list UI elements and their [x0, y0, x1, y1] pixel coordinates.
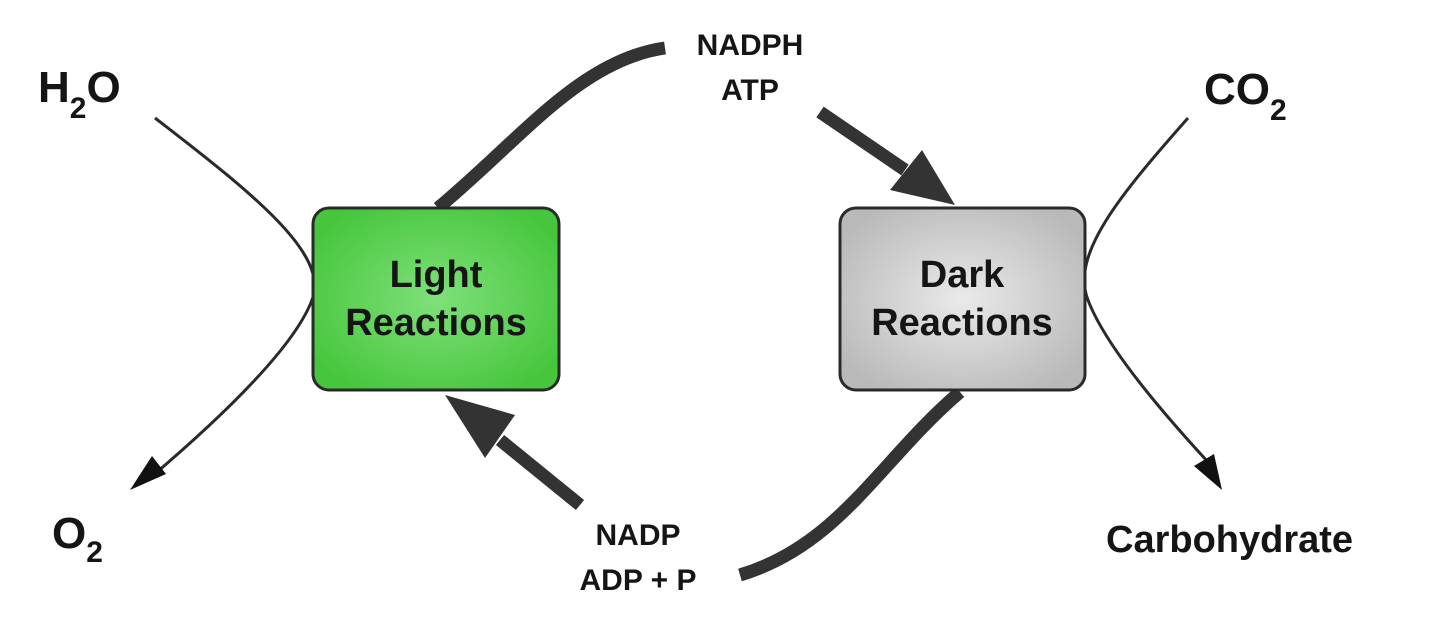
nadp-to-light-arrowhead	[445, 395, 515, 458]
dark-to-nadp-curve	[738, 387, 965, 582]
carbohydrate-label: Carbohydrate	[1106, 519, 1353, 561]
light-to-nadph-curve	[433, 41, 666, 214]
nadph-label: NADPH	[697, 29, 804, 62]
nadph-to-dark-arrowhead	[890, 150, 955, 205]
dark-box-line1: Dark	[920, 254, 1005, 296]
oxygen-arrowhead	[130, 456, 166, 490]
water-to-oxygen-curve	[149, 116, 317, 480]
co2-to-carbohydrate-curve	[1082, 117, 1210, 464]
light-box-line1: Light	[390, 254, 483, 296]
nadph-to-dark-arrow	[816, 106, 909, 176]
atp-label: ATP	[721, 74, 779, 107]
co2-label: CO2	[1204, 65, 1287, 127]
dark-box-line2: Reactions	[871, 302, 1053, 344]
nadp-label: NADP	[595, 519, 680, 552]
light-box-line2: Reactions	[345, 302, 527, 344]
oxygen-label: O2	[52, 509, 103, 569]
water-label: H2O	[38, 63, 121, 125]
carbohydrate-arrowhead	[1194, 454, 1222, 490]
nadp-to-light-arrow	[495, 434, 585, 511]
light-reactions-box	[311, 206, 561, 392]
adp-label: ADP + P	[580, 564, 697, 597]
dark-reactions-box	[838, 206, 1087, 392]
